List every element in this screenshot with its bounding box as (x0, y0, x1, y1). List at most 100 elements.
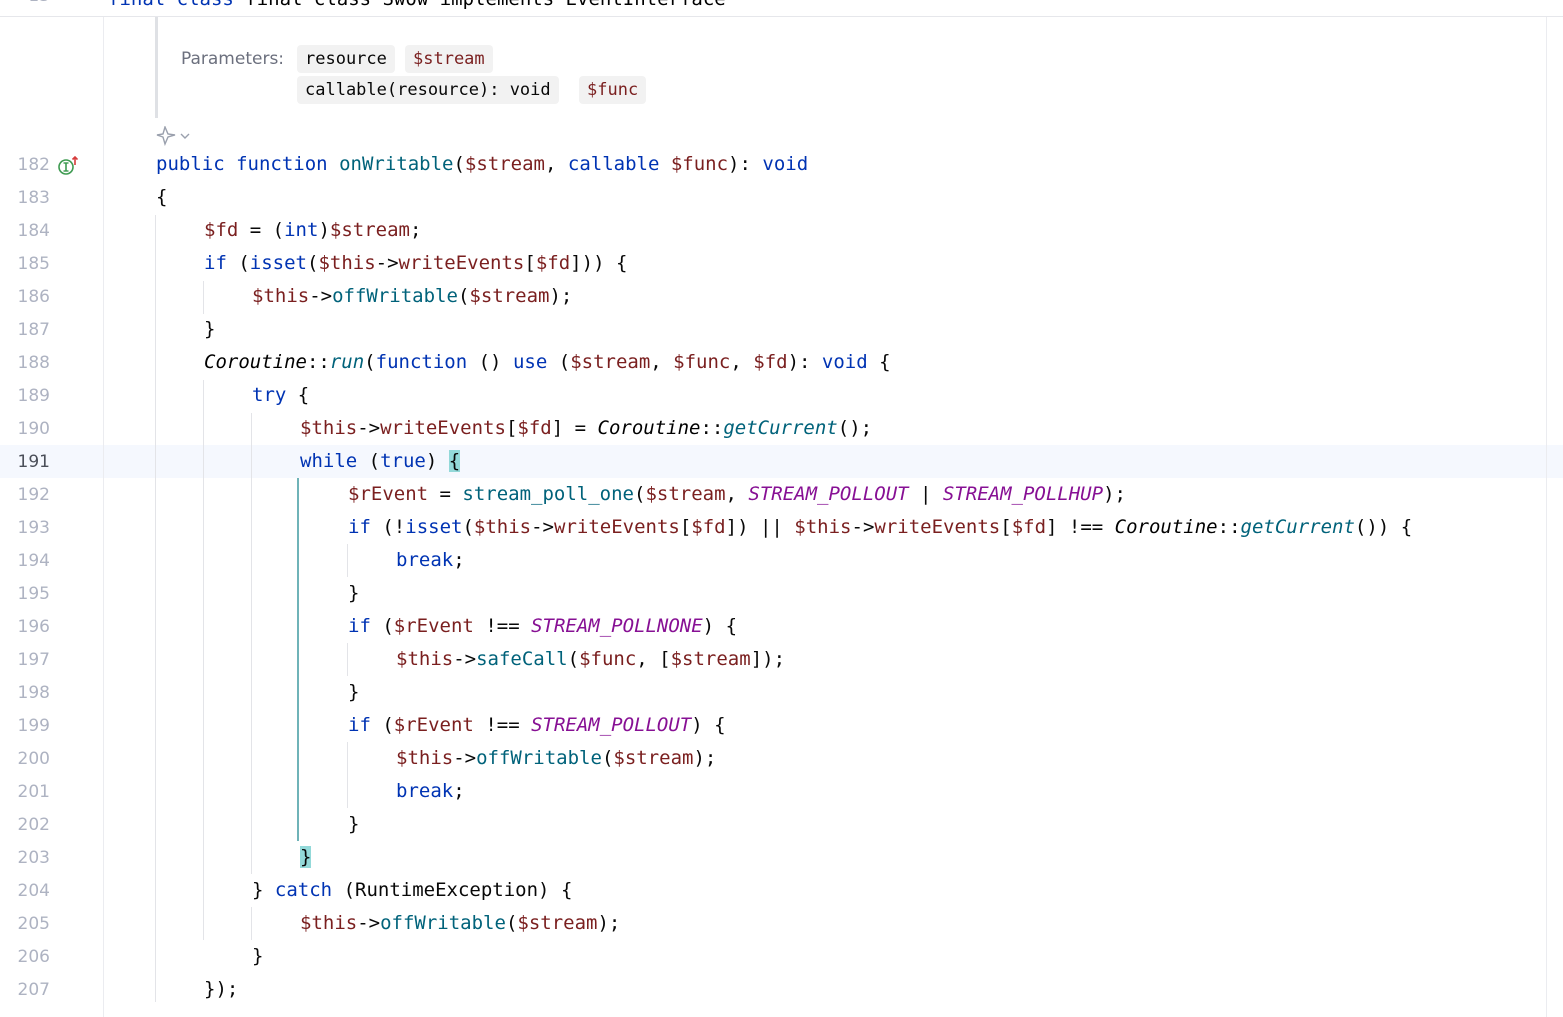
code-line[interactable]: 193 if (!isset($this->writeEvents[$fd]) … (0, 512, 1563, 545)
brace-match-highlight: } (300, 846, 312, 868)
code-line[interactable]: 184 $fd = (int)$stream; (0, 215, 1563, 248)
code-line[interactable]: 186 $this->offWritable($stream); (0, 281, 1563, 314)
line-number[interactable]: 183 (17, 188, 50, 208)
code-text: break; (396, 780, 465, 802)
code-text: if (!isset($this->writeEvents[$fd]) || $… (348, 516, 1413, 538)
line-number[interactable]: 192 (17, 485, 50, 505)
code-text: $fd = (int)$stream; (204, 219, 422, 241)
code-line[interactable]: 182 public function onWritable($stream, … (0, 149, 1563, 182)
implements-method-icon[interactable] (58, 155, 78, 177)
code-line[interactable]: 192 $rEvent = stream_poll_one($stream, S… (0, 479, 1563, 512)
line-number[interactable]: 196 (17, 617, 50, 637)
code-line[interactable]: 183 { (0, 182, 1563, 215)
line-number[interactable]: 188 (17, 353, 50, 373)
indent-guide (347, 742, 348, 808)
line-number[interactable]: 194 (17, 551, 50, 571)
code-line[interactable]: 185 if (isset($this->writeEvents[$fd])) … (0, 248, 1563, 281)
line-number[interactable]: 191 (17, 452, 50, 472)
code-text: } (348, 681, 360, 703)
code-text: } (348, 813, 360, 835)
indent-guide (155, 215, 156, 1002)
param-type-chip: resource (297, 45, 395, 73)
code-text: if ($rEvent !== STREAM_POLLOUT) { (348, 714, 726, 736)
sticky-line-number: 13 (0, 0, 50, 6)
code-text: $rEvent = stream_poll_one($stream, STREA… (348, 483, 1126, 505)
line-number[interactable]: 202 (17, 815, 50, 835)
line-number[interactable]: 197 (17, 650, 50, 670)
line-number[interactable]: 201 (17, 782, 50, 802)
indent-guide (251, 907, 252, 940)
line-number[interactable]: 207 (17, 980, 50, 1000)
line-number[interactable]: 193 (17, 518, 50, 538)
code-text: if ($rEvent !== STREAM_POLLNONE) { (348, 615, 738, 637)
code-line[interactable]: 202 } (0, 809, 1563, 842)
code-line[interactable]: 207 }); (0, 974, 1563, 1007)
code-line[interactable]: 189 try { (0, 380, 1563, 413)
line-number[interactable]: 199 (17, 716, 50, 736)
sticky-scroll-header[interactable]: 13 final class final class Swow implemen… (0, 0, 1563, 17)
code-text: } (204, 318, 216, 340)
code-line[interactable]: 199 if ($rEvent !== STREAM_POLLOUT) { (0, 710, 1563, 743)
code-line[interactable]: 195 } (0, 578, 1563, 611)
code-text: $this->offWritable($stream); (396, 747, 717, 769)
line-number[interactable]: 190 (17, 419, 50, 439)
code-text: { (156, 186, 168, 208)
indent-guide (251, 413, 252, 874)
line-number[interactable]: 200 (17, 749, 50, 769)
line-number[interactable]: 205 (17, 914, 50, 934)
indent-guide (203, 380, 204, 940)
gutter-divider (103, 0, 104, 1017)
line-number[interactable]: 195 (17, 584, 50, 604)
line-number[interactable]: 189 (17, 386, 50, 406)
ai-sparkle-icon (156, 124, 190, 147)
code-text: }); (204, 978, 239, 1000)
sticky-code-line: final class final class Swow implements … (108, 0, 726, 10)
param-type-chip: callable(resource): void (297, 76, 559, 104)
right-margin-guide (1546, 0, 1547, 1017)
code-text: } catch (RuntimeException) { (252, 879, 573, 901)
line-number[interactable]: 184 (17, 221, 50, 241)
code-line[interactable]: 203 } (0, 842, 1563, 875)
code-text: $this->writeEvents[$fd] = Coroutine::get… (300, 417, 873, 439)
line-number[interactable]: 204 (17, 881, 50, 901)
code-line[interactable]: 190 $this->writeEvents[$fd] = Coroutine:… (0, 413, 1563, 446)
line-number[interactable]: 206 (17, 947, 50, 967)
code-line[interactable]: 206 } (0, 941, 1563, 974)
indent-guide (203, 281, 204, 314)
code-text: } (252, 945, 264, 967)
active-indent-guide (297, 478, 299, 841)
code-text: $this->offWritable($stream); (252, 285, 573, 307)
code-line[interactable]: 188 Coroutine::run(function () use ($str… (0, 347, 1563, 380)
code-line-current[interactable]: 191 while (true) { (0, 446, 1563, 479)
code-text: $this->offWritable($stream); (300, 912, 621, 934)
params-hint-label: Parameters: (181, 49, 285, 69)
code-line[interactable]: 196 if ($rEvent !== STREAM_POLLNONE) { (0, 611, 1563, 644)
line-number[interactable]: 198 (17, 683, 50, 703)
code-line[interactable]: 187 } (0, 314, 1563, 347)
line-number[interactable]: 185 (17, 254, 50, 274)
line-number[interactable]: 182 (17, 155, 50, 175)
param-name-chip: $func (579, 76, 647, 104)
line-number[interactable]: 186 (17, 287, 50, 307)
indent-guide (347, 643, 348, 676)
ai-assistant-icon[interactable] (156, 124, 190, 150)
line-number[interactable]: 187 (17, 320, 50, 340)
code-line[interactable]: 194 break; (0, 545, 1563, 578)
param-name-chip: $stream (405, 45, 493, 73)
code-text: } (348, 582, 360, 604)
code-text: break; (396, 549, 465, 571)
code-text: } (300, 846, 312, 868)
code-text: public function onWritable($stream, call… (156, 153, 809, 175)
code-text: try { (252, 384, 310, 406)
code-line[interactable]: 201 break; (0, 776, 1563, 809)
code-text: Coroutine::run(function () use ($stream,… (204, 351, 891, 373)
code-line[interactable]: 205 $this->offWritable($stream); (0, 908, 1563, 941)
code-line[interactable]: 200 $this->offWritable($stream); (0, 743, 1563, 776)
code-line[interactable]: 204 } catch (RuntimeException) { (0, 875, 1563, 908)
line-number[interactable]: 203 (17, 848, 50, 868)
brace-match-highlight: { (448, 450, 461, 472)
code-line[interactable]: 198 } (0, 677, 1563, 710)
code-line[interactable]: 197 $this->safeCall($func, [$stream]); (0, 644, 1563, 677)
current-line-highlight (0, 445, 1563, 478)
